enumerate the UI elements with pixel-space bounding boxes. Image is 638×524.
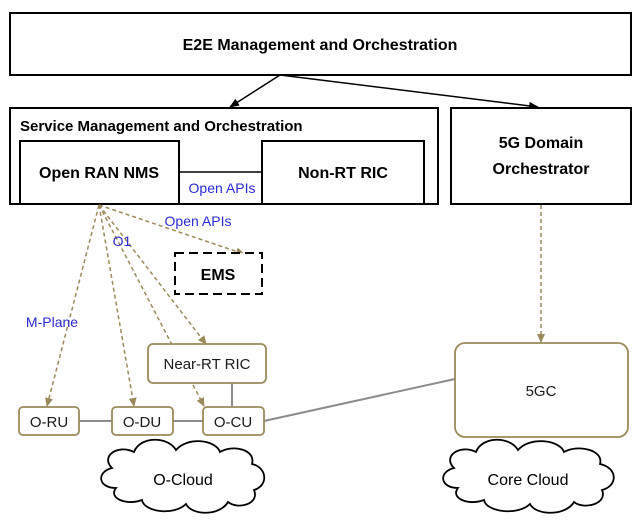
o-ru-box: O-RU — [18, 406, 80, 436]
management-links — [45, 204, 545, 407]
near-rt-ric-box: Near-RT RIC — [147, 343, 267, 384]
e2e-to-domain-orchestrator-arrow — [279, 74, 539, 110]
m-plane-label: M-Plane — [26, 314, 78, 330]
nms-to-ems-arrow — [98, 204, 245, 256]
domain-orchestrator-label-line2: Orchestrator — [493, 161, 590, 178]
o-cu-label: O-CU — [214, 414, 252, 431]
o1-label: O1 — [113, 233, 132, 249]
near-rt-ric-label: Near-RT RIC — [164, 356, 251, 373]
o-cu-5gc-link — [263, 378, 456, 422]
domain-orchestrator-label-line1: 5G Domain — [499, 135, 583, 152]
o-cloud: O-Cloud — [100, 438, 266, 514]
core-cloud-label: Core Cloud — [488, 472, 569, 489]
o-du-label: O-DU — [123, 414, 161, 431]
non-rt-ric-label: Non-RT RIC — [298, 165, 388, 182]
o-ru-label: O-RU — [30, 414, 68, 431]
nms-to-near-rt-ric-arrow — [98, 204, 207, 345]
ems-box: EMS — [174, 252, 263, 295]
e2e-orchestration-box: E2E Management and Orchestration — [9, 12, 632, 76]
nms-to-o-ru-arrow — [45, 204, 100, 407]
e2e-orchestration-label: E2E Management and Orchestration — [183, 37, 458, 54]
e2e-to-smo-arrow — [229, 74, 281, 108]
open-ran-nms-box: Open RAN NMS — [19, 140, 180, 205]
open-apis-label-between: Open APIs — [189, 180, 256, 196]
nms-to-o-cu-arrow — [98, 204, 205, 407]
nms-to-o-du-arrow — [98, 204, 137, 407]
open-ran-nms-label: Open RAN NMS — [39, 165, 159, 182]
o-cu-box: O-CU — [202, 406, 265, 436]
core-cloud: Core Cloud — [442, 438, 615, 514]
core-5gc-box: 5GC — [454, 342, 629, 438]
o-cloud-label: O-Cloud — [153, 472, 213, 489]
domain-orchestrator-box: 5G Domain Orchestrator — [450, 107, 632, 205]
non-rt-ric-box: Non-RT RIC — [261, 140, 425, 205]
o-du-box: O-DU — [111, 406, 174, 436]
smo-label: Service Management and Orchestration — [20, 118, 303, 135]
ems-label: EMS — [201, 267, 236, 284]
transport-links — [79, 378, 456, 422]
core-5gc-label: 5GC — [526, 383, 557, 400]
open-apis-label-ems: Open APIs — [165, 213, 232, 229]
